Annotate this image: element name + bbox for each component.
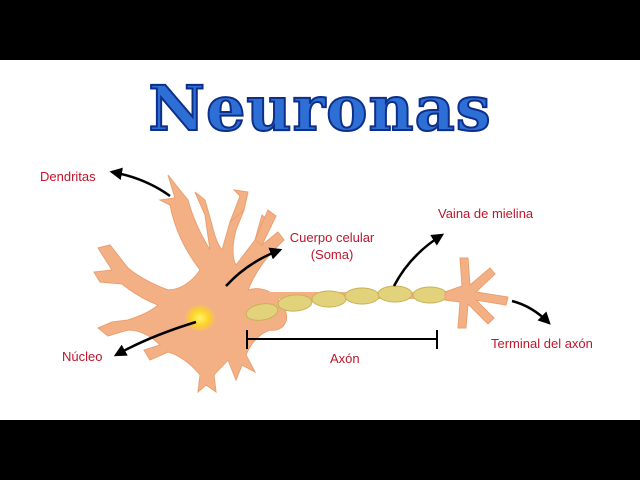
label-dendritas: Dendritas	[40, 169, 96, 184]
pointer-arrows	[109, 167, 551, 357]
label-vaina-mielina: Vaina de mielina	[438, 206, 534, 221]
arrow-terminal-axon	[511, 299, 551, 325]
axon-terminal-shape	[444, 257, 509, 329]
arrow-vaina-mielina	[392, 233, 445, 287]
label-cuerpo-celular-line2: (Soma)	[310, 246, 354, 262]
myelin-sheath	[245, 285, 448, 321]
axon-bracket	[246, 330, 438, 349]
letterbox-top	[0, 0, 640, 60]
label-axon: Axón	[330, 351, 360, 366]
nucleus-shape	[184, 304, 216, 332]
arrow-dendritas	[109, 167, 171, 198]
label-cuerpo-celular: Cuerpo celular (Soma)	[276, 230, 388, 264]
arrow-nucleo	[113, 320, 197, 357]
label-terminal-axon: Terminal del axón	[491, 336, 593, 351]
page-title: Neuronas	[147, 72, 492, 145]
neuron-soma	[93, 174, 287, 394]
diagram-canvas: Neuronas	[0, 60, 640, 420]
label-nucleo: Núcleo	[62, 349, 103, 364]
arrow-cuerpo-celular	[225, 247, 283, 287]
letterbox-bottom	[0, 420, 640, 480]
label-cuerpo-celular-line1: Cuerpo celular	[289, 230, 375, 245]
